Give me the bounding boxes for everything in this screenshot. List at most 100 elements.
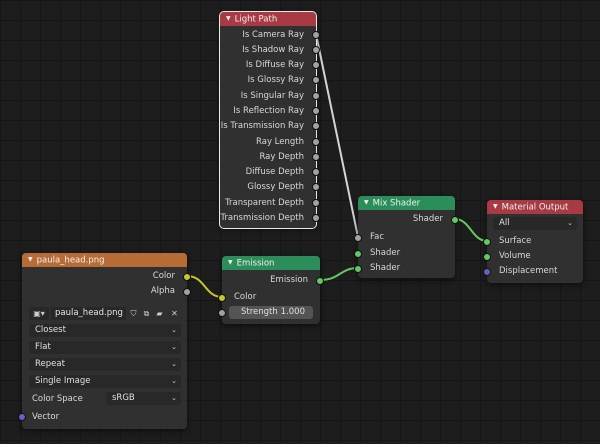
- mix-shader-title: Mix Shader: [372, 198, 421, 209]
- socket-shader-out[interactable]: [451, 216, 459, 224]
- collapse-arrow-icon[interactable]: ▼: [226, 15, 231, 22]
- socket-is-diffuse-ray[interactable]: [312, 61, 320, 69]
- light-path-title: Light Path: [234, 14, 278, 25]
- light-path-node[interactable]: ▼Light Path Is Camera Ray Is Shadow Ray …: [219, 11, 320, 229]
- chevron-down-icon: ⌄: [171, 343, 177, 351]
- output-is-singular-ray: Is Singular Ray: [240, 91, 304, 101]
- output-is-diffuse-ray: Is Diffuse Ray: [245, 60, 304, 70]
- socket-vector-in[interactable]: [18, 413, 26, 421]
- collapse-arrow-icon[interactable]: ▼: [28, 256, 33, 263]
- socket-shader-2-in[interactable]: [354, 265, 362, 273]
- input-fac: Fac: [370, 232, 384, 242]
- color-space-label: Color Space: [32, 394, 83, 404]
- open-folder-icon[interactable]: ▰: [156, 309, 163, 318]
- emission-header[interactable]: ▼Emission: [222, 256, 320, 270]
- output-shader: Shader: [412, 214, 443, 224]
- socket-ray-length[interactable]: [312, 138, 320, 146]
- chevron-down-icon: ⌄: [171, 326, 177, 334]
- mix-shader-node[interactable]: ▼Mix Shader Shader Fac Shader Shader: [354, 196, 459, 278]
- mix-shader-header[interactable]: ▼Mix Shader: [358, 196, 455, 210]
- chevron-down-icon: ⌄: [567, 219, 573, 227]
- collapse-arrow-icon[interactable]: ▼: [228, 259, 233, 266]
- output-transmission-depth: Transmission Depth: [220, 213, 304, 223]
- material-output-node[interactable]: ▼Material Output All⌄ Surface Volume Dis…: [483, 200, 583, 283]
- interpolation-select[interactable]: Closest ⌄: [29, 324, 181, 337]
- output-is-glossy-ray: Is Glossy Ray: [247, 75, 304, 85]
- socket-displacement-in[interactable]: [483, 268, 491, 276]
- input-shader-2: Shader: [370, 263, 401, 273]
- image-texture-node[interactable]: ▼paula_head.png Color Alpha ▣▾ paula_hea…: [18, 253, 191, 429]
- duplicate-icon[interactable]: ⧉: [143, 309, 150, 318]
- color-space-value: sRGB: [112, 393, 135, 403]
- strength-value: 1.000: [280, 307, 305, 317]
- output-is-reflection-ray: Is Reflection Ray: [233, 106, 304, 116]
- output-transparent-depth: Transparent Depth: [225, 198, 304, 208]
- collapse-arrow-icon[interactable]: ▼: [364, 199, 369, 206]
- light-path-header[interactable]: ▼Light Path: [220, 12, 316, 26]
- socket-volume-in[interactable]: [483, 253, 491, 261]
- chevron-down-icon: ⌄: [171, 377, 177, 385]
- output-ray-length: Ray Length: [256, 137, 304, 147]
- source-select[interactable]: Single Image ⌄: [29, 375, 181, 388]
- projection-select[interactable]: Flat ⌄: [29, 341, 181, 354]
- collapse-arrow-icon[interactable]: ▼: [493, 203, 498, 210]
- socket-is-reflection-ray[interactable]: [312, 107, 320, 115]
- output-diffuse-depth: Diffuse Depth: [245, 167, 304, 177]
- material-output-title: Material Output: [501, 202, 569, 213]
- output-ray-depth: Ray Depth: [259, 152, 304, 162]
- socket-is-shadow-ray[interactable]: [312, 46, 320, 54]
- interpolation-value: Closest: [35, 325, 66, 335]
- target-value: All: [499, 218, 510, 228]
- source-value: Single Image: [35, 376, 91, 386]
- socket-is-singular-ray[interactable]: [312, 92, 320, 100]
- output-is-camera-ray: Is Camera Ray: [242, 30, 304, 40]
- extension-value: Repeat: [35, 359, 65, 369]
- image-browse-icon[interactable]: ▣▾: [29, 307, 49, 320]
- socket-diffuse-depth[interactable]: [312, 168, 320, 176]
- projection-value: Flat: [35, 342, 51, 352]
- output-is-transmission-ray: Is Transmission Ray: [220, 121, 304, 131]
- image-texture-title: paula_head.png: [36, 255, 105, 266]
- color-space-select[interactable]: sRGB ⌄: [106, 392, 181, 405]
- socket-emission-out[interactable]: [316, 277, 324, 285]
- output-alpha: Alpha: [150, 286, 175, 296]
- chevron-down-icon: ⌄: [171, 360, 177, 368]
- socket-color-out[interactable]: [183, 273, 191, 281]
- emission-node[interactable]: ▼Emission Emission Color Strength 1.000: [218, 256, 324, 324]
- socket-surface-in[interactable]: [483, 238, 491, 246]
- link-color-to-emission[interactable]: [186, 275, 223, 298]
- input-shader-1: Shader: [370, 248, 401, 258]
- socket-ray-depth[interactable]: [312, 153, 320, 161]
- socket-is-glossy-ray[interactable]: [312, 76, 320, 84]
- output-emission: Emission: [270, 275, 308, 285]
- output-is-shadow-ray: Is Shadow Ray: [242, 45, 304, 55]
- socket-is-transmission-ray[interactable]: [312, 122, 320, 130]
- socket-color-in[interactable]: [218, 294, 226, 302]
- image-texture-header[interactable]: ▼paula_head.png: [22, 253, 187, 267]
- image-name-field[interactable]: paula_head.png: [51, 307, 126, 320]
- link-mix-to-output[interactable]: [454, 218, 488, 242]
- socket-transparent-depth[interactable]: [312, 199, 320, 207]
- extension-select[interactable]: Repeat ⌄: [29, 358, 181, 371]
- material-output-header[interactable]: ▼Material Output: [487, 200, 583, 214]
- chevron-down-icon: ⌄: [171, 394, 177, 402]
- fake-user-shield-icon[interactable]: ⛉: [130, 309, 137, 318]
- strength-label: Strength: [241, 307, 278, 317]
- socket-strength-in[interactable]: [218, 309, 226, 317]
- input-volume: Volume: [499, 251, 531, 261]
- emission-title: Emission: [236, 258, 275, 269]
- link-emission-to-mix[interactable]: [319, 267, 359, 281]
- input-vector: Vector: [32, 412, 60, 422]
- strength-field[interactable]: Strength 1.000: [229, 306, 313, 319]
- socket-glossy-depth[interactable]: [312, 183, 320, 191]
- input-displacement: Displacement: [499, 266, 558, 276]
- link-camera-ray-to-fac[interactable]: [315, 33, 359, 238]
- socket-is-camera-ray[interactable]: [312, 31, 320, 39]
- close-icon[interactable]: ✕: [171, 309, 178, 318]
- socket-transmission-depth[interactable]: [312, 214, 320, 222]
- socket-fac-in[interactable]: [354, 234, 362, 242]
- image-selector-row: ▣▾ paula_head.png ⛉ ⧉ ▰ ✕: [29, 307, 181, 320]
- socket-shader-1-in[interactable]: [354, 250, 362, 258]
- socket-alpha-out[interactable]: [183, 288, 191, 296]
- target-select[interactable]: All ⌄: [493, 217, 577, 230]
